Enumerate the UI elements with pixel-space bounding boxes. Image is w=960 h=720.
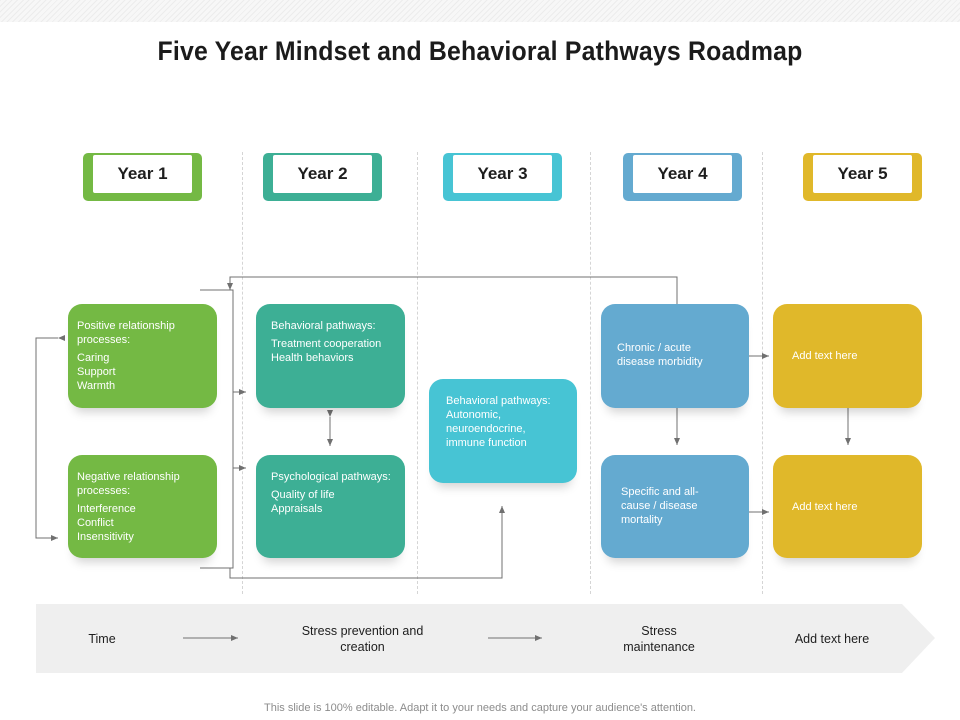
timeline-bar xyxy=(36,604,935,673)
psychological-heading: Psychological pathways: xyxy=(271,471,391,483)
specific-text: Specific and all-cause / disease mortali… xyxy=(621,486,699,526)
positive-item-caring: Caring xyxy=(77,352,110,364)
mortality-card: Specific and all-cause / disease mortali… xyxy=(601,455,749,558)
timeline-stress-maintenance: Stress maintenance xyxy=(623,624,695,654)
add-text-card-1: Add text here xyxy=(773,304,922,408)
column-divider xyxy=(242,152,243,594)
year-5-tab: Year 5 xyxy=(803,153,922,201)
year-2-label: Year 2 xyxy=(273,155,372,193)
behavioral-item-treatment: Treatment cooperation xyxy=(271,338,382,350)
column-divider xyxy=(590,152,591,594)
year-1-tab: Year 1 xyxy=(83,153,202,201)
year-3-tab: Year 3 xyxy=(443,153,562,201)
year-1-label: Year 1 xyxy=(93,155,192,193)
column-divider xyxy=(417,152,418,594)
timeline-add-text: Add text here xyxy=(794,632,870,646)
negative-relationship-card: Negative relationship processes: Interfe… xyxy=(68,455,217,558)
bottom-loop-connector xyxy=(229,506,505,579)
positive-heading: Positive relationship processes: xyxy=(77,320,175,346)
bio-behavioral-text: Behavioral pathways: Autonomic, neuroend… xyxy=(446,395,551,449)
negative-item-insensitivity: Insensitivity xyxy=(77,531,134,543)
column-divider xyxy=(762,152,763,594)
add-text-1: Add text here xyxy=(792,350,858,362)
year-3-label: Year 3 xyxy=(453,155,552,193)
behavioral-item-health: Health behaviors xyxy=(271,352,354,364)
add-text-2: Add text here xyxy=(792,501,858,513)
chronic-text: Chronic / acute disease morbidity xyxy=(617,342,703,368)
year-4-label: Year 4 xyxy=(633,155,732,193)
chronic-morbidity-card: Chronic / acute disease morbidity xyxy=(601,304,749,408)
psychological-item-quality: Quality of life xyxy=(271,489,335,501)
psychological-pathways-card: Psychological pathways: Quality of life … xyxy=(256,455,405,558)
left-feedback-connector xyxy=(35,335,65,541)
timeline-time: Time xyxy=(88,632,116,646)
behavioral-heading: Behavioral pathways: xyxy=(271,320,376,332)
timeline-stress-prevention: Stress prevention and creation xyxy=(301,624,424,654)
year-2-tab: Year 2 xyxy=(263,153,382,201)
add-text-card-2: Add text here xyxy=(773,455,922,558)
year-5-label: Year 5 xyxy=(813,155,912,193)
merge-connector xyxy=(200,289,234,569)
year-4-tab: Year 4 xyxy=(623,153,742,201)
psychological-item-appraisals: Appraisals xyxy=(271,503,323,515)
positive-item-support: Support xyxy=(77,366,116,378)
positive-relationship-card: Positive relationship processes: Caring … xyxy=(68,304,217,408)
decorative-top-strip xyxy=(0,0,960,22)
negative-item-conflict: Conflict xyxy=(77,517,114,529)
top-loop-connector xyxy=(227,276,678,304)
negative-heading: Negative relationship processes: xyxy=(77,471,180,497)
negative-item-interference: Interference xyxy=(77,503,136,515)
positive-item-warmth: Warmth xyxy=(77,380,116,392)
behavioral-pathways-card: Behavioral pathways: Treatment cooperati… xyxy=(256,304,405,408)
slide-title: Five Year Mindset and Behavioral Pathway… xyxy=(157,36,803,66)
bio-behavioral-card: Behavioral pathways: Autonomic, neuroend… xyxy=(429,379,577,483)
footer-note: This slide is 100% editable. Adapt it to… xyxy=(264,702,696,714)
